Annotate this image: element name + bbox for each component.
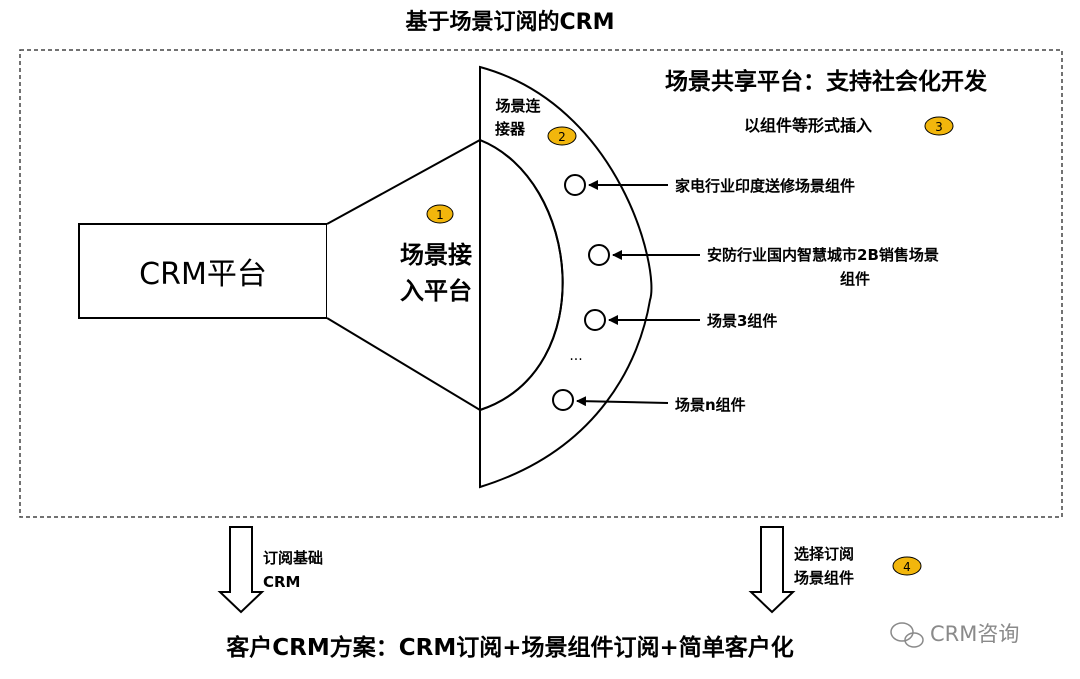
component-label-2a: 安防行业国内智慧城市2B销售场景 <box>707 246 939 264</box>
component-arrow-n <box>576 396 669 407</box>
badge-1: 1 <box>426 204 454 224</box>
badge-3-label: 3 <box>935 120 943 134</box>
component-socket-3 <box>584 309 606 331</box>
component-ellipsis: ... <box>569 348 582 364</box>
subscribe-scene-arrow <box>748 526 796 614</box>
component-socket-1 <box>564 174 586 196</box>
funnel-connector <box>326 138 481 412</box>
sharing-platform-title: 场景共享平台：支持社会化开发 <box>665 68 987 95</box>
component-socket-2 <box>588 244 610 266</box>
connector-label-2: 接器 <box>495 120 526 138</box>
wechat-icon <box>890 622 924 648</box>
badge-3: 3 <box>924 116 954 136</box>
subscribe-base-label-1: 订阅基础 <box>263 549 323 567</box>
component-label-n: 场景n组件 <box>675 396 746 414</box>
watermark: CRM咨询 <box>890 622 1019 648</box>
subscribe-base-label-2: CRM <box>263 573 301 591</box>
watermark-label: CRM咨询 <box>930 622 1019 646</box>
badge-2: 2 <box>547 126 577 146</box>
sharing-platform-subtitle: 以组件等形式插入 <box>744 116 872 135</box>
subscribe-scene-label-1: 选择订阅 <box>794 545 854 563</box>
component-label-1: 家电行业印度送修场景组件 <box>675 177 855 195</box>
component-socket-n <box>552 389 574 411</box>
subscribe-scene-label-2: 场景组件 <box>794 569 854 587</box>
dashed-frame <box>19 49 1063 518</box>
badge-4: 4 <box>892 556 922 576</box>
subscribe-base-arrow <box>217 526 265 614</box>
connector-label-1: 场景连 <box>495 97 541 115</box>
access-platform-label-1: 场景接 <box>400 241 472 269</box>
badge-4-label: 4 <box>903 560 911 574</box>
component-label-3: 场景3组件 <box>707 312 777 330</box>
diagram-title: 基于场景订阅的CRM <box>406 9 615 35</box>
crm-platform-label: CRM平台 <box>139 257 267 292</box>
badge-2-label: 2 <box>558 130 566 144</box>
access-platform-arc <box>479 139 564 411</box>
component-label-2b: 组件 <box>840 270 870 288</box>
access-platform-label-2: 入平台 <box>400 277 472 305</box>
bottom-solution-title: 客户CRM方案：CRM订阅+场景组件订阅+简单客户化 <box>226 634 794 661</box>
badge-1-label: 1 <box>436 208 444 222</box>
